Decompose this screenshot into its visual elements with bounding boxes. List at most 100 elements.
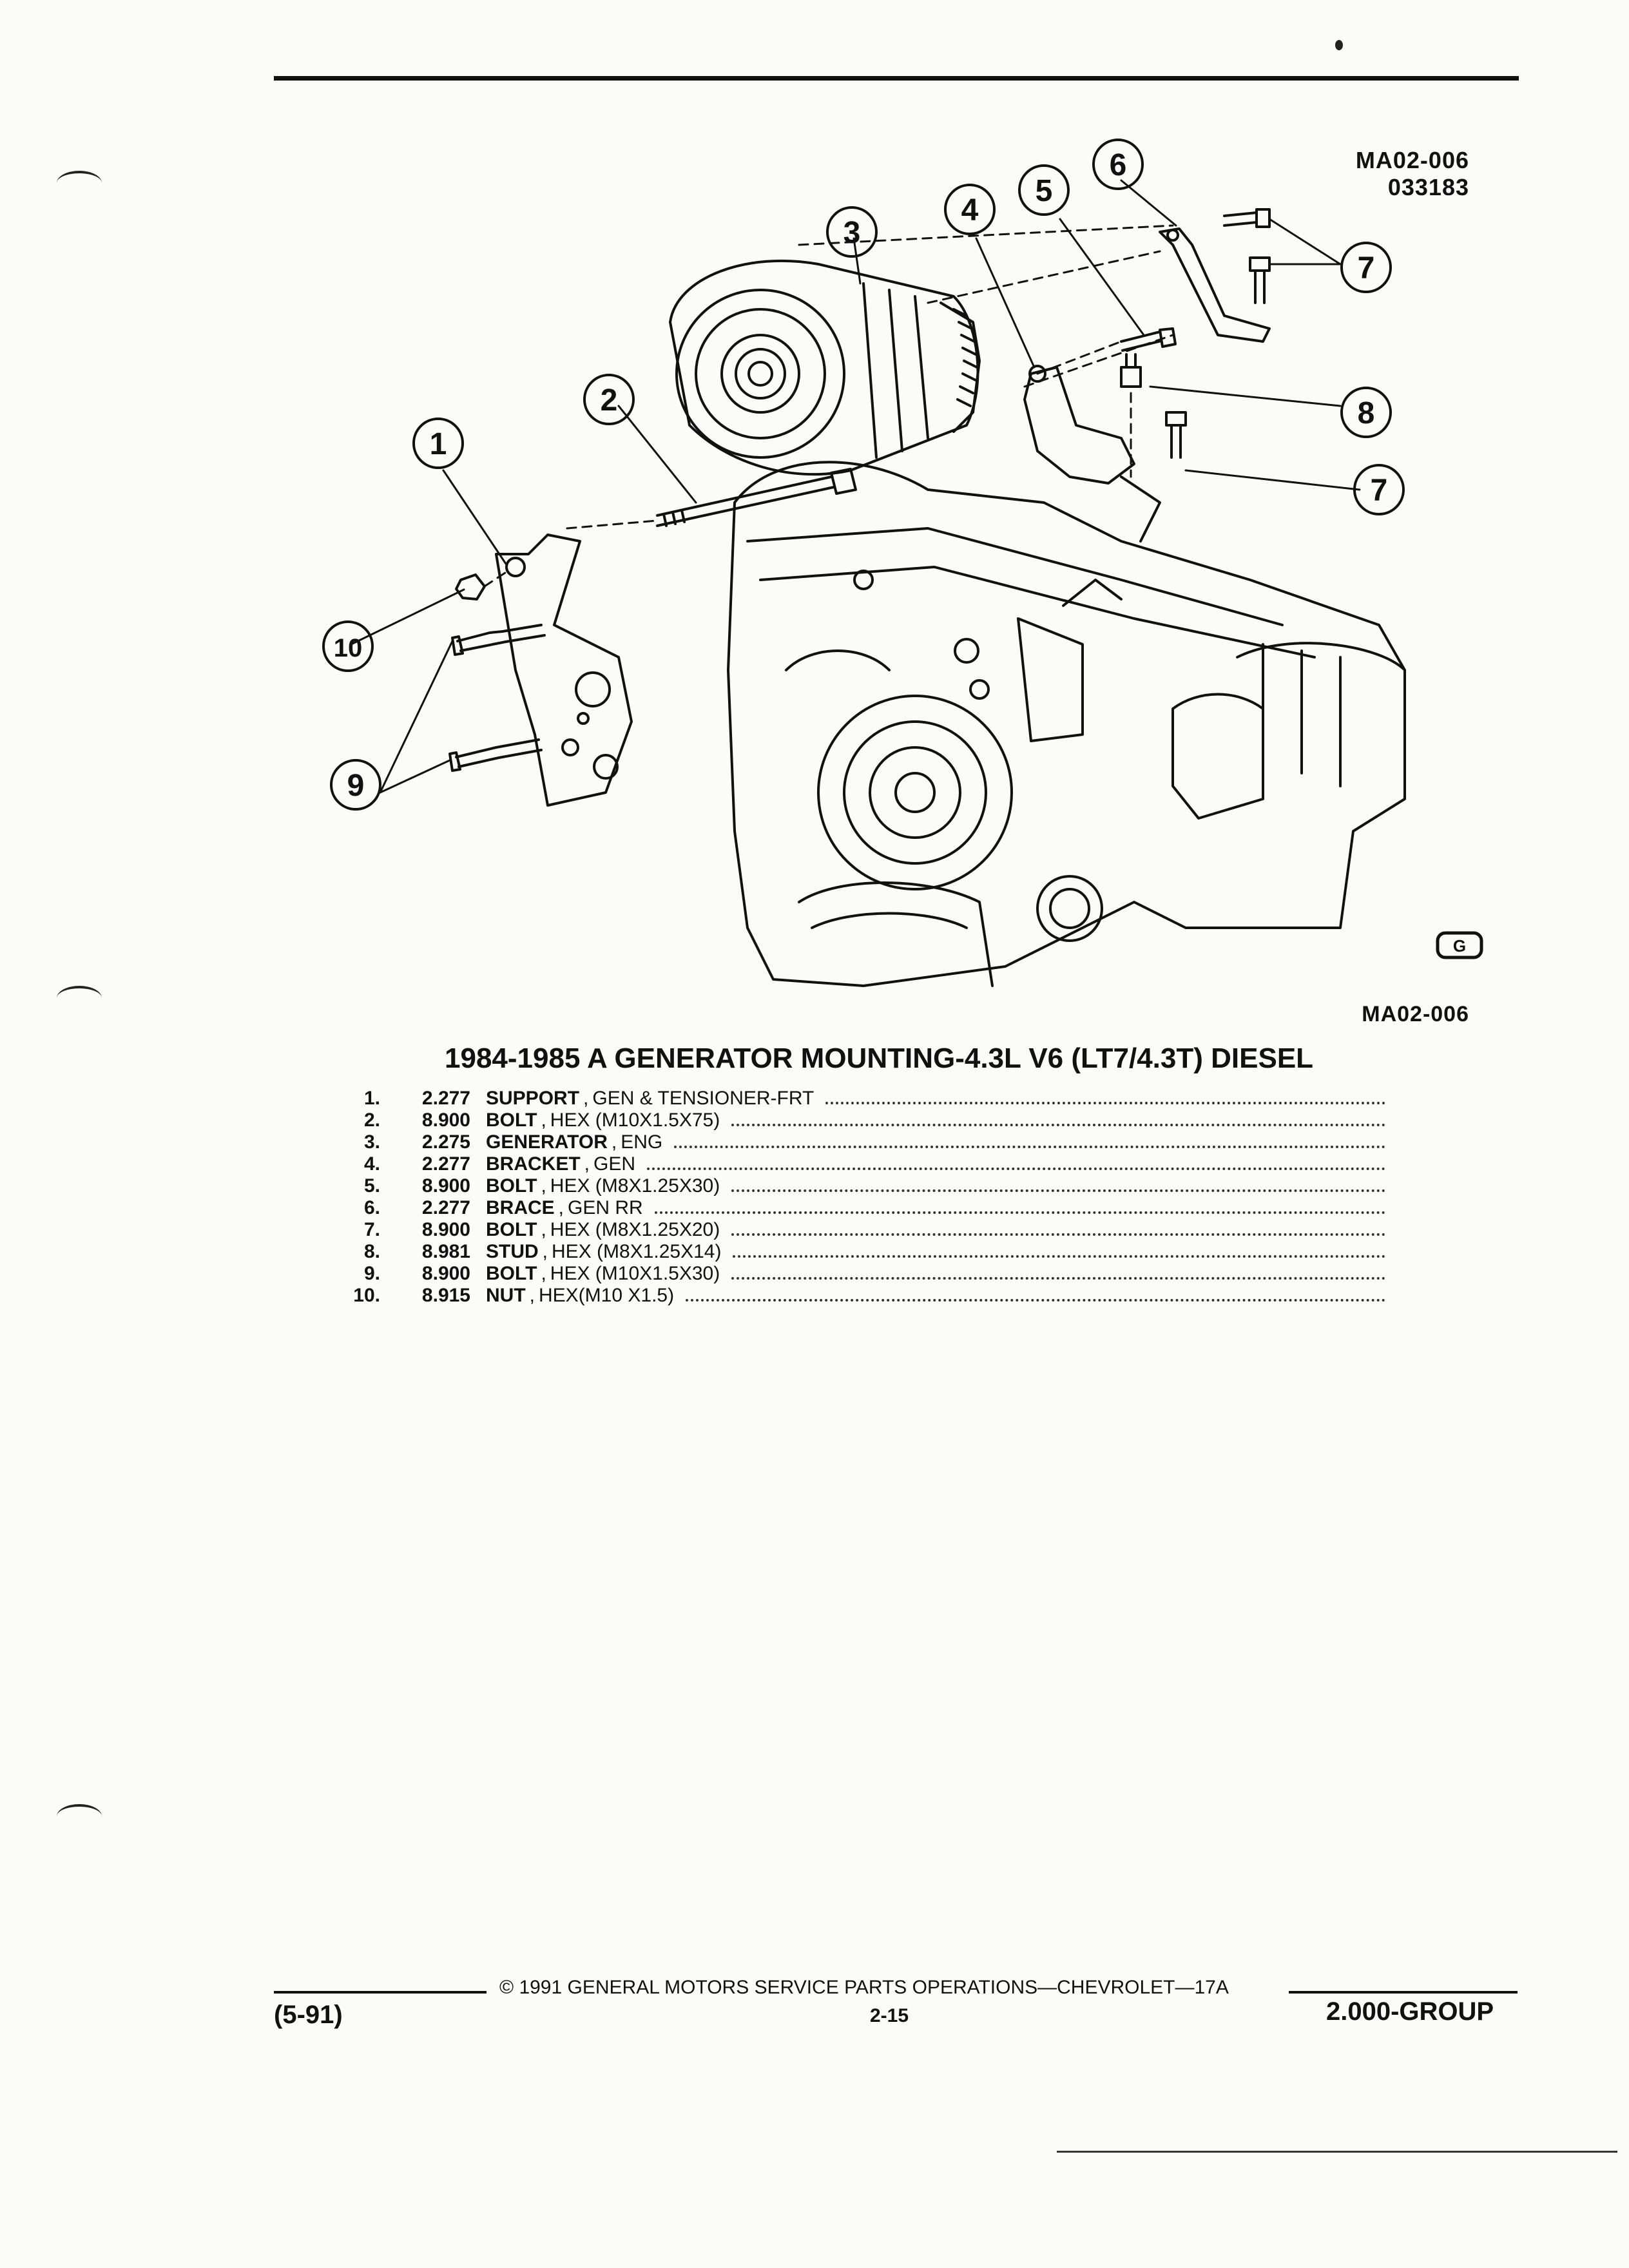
svg-text:1: 1 <box>430 427 447 461</box>
separator: , <box>584 1153 590 1175</box>
part-number: 5. <box>363 1175 380 1196</box>
punch-mark <box>57 171 102 195</box>
page-number: 2-15 <box>870 2005 909 2026</box>
callout-3: 3 <box>826 206 878 258</box>
callout-1: 1 <box>412 418 464 469</box>
part-description: HEX (M8X1.25X30) <box>550 1175 720 1196</box>
part-number: 2. <box>363 1110 380 1131</box>
dot-leader <box>825 1102 1385 1104</box>
part-number: 1. <box>363 1088 380 1109</box>
part-number: 8. <box>363 1241 380 1262</box>
callout-6: 6 <box>1092 139 1144 190</box>
callout-9: 9 <box>330 759 381 811</box>
svg-text:9: 9 <box>347 769 365 803</box>
dot-leader <box>731 1189 1385 1192</box>
support-bracket <box>495 533 633 807</box>
bolt-7-mid <box>1249 256 1271 304</box>
separator: , <box>583 1088 589 1109</box>
part-row: 1. 2.277 SUPPORT,GEN & TENSIONER-FRT <box>322 1088 1385 1110</box>
alignment-lines <box>483 224 1174 588</box>
part-description: HEX (M10X1.5X30) <box>550 1263 720 1284</box>
separator: , <box>558 1197 564 1218</box>
gm-logo: G <box>1436 931 1483 959</box>
part-name: BRACKET <box>486 1153 581 1175</box>
part-number: 9. <box>363 1263 380 1284</box>
part-number: 10. <box>353 1285 380 1306</box>
dot-leader <box>731 1277 1385 1280</box>
separator: , <box>541 1110 546 1131</box>
part-number: 3. <box>363 1131 380 1153</box>
part-description: HEX (M8X1.25X14) <box>552 1241 722 1262</box>
svg-text:G: G <box>1453 936 1466 956</box>
callout-4: 4 <box>944 184 996 235</box>
part-name: BOLT <box>486 1110 537 1131</box>
bolt-5 <box>1120 327 1177 352</box>
generator-mounting-diagram: 1 2 3 4 5 6 7 7 8 9 10 <box>322 139 1406 987</box>
part-description: HEX(M10 X1.5) <box>539 1285 675 1306</box>
separator: , <box>541 1263 546 1284</box>
svg-text:3: 3 <box>843 216 861 250</box>
generator-bracket <box>1023 366 1135 485</box>
part-group-code: 8.900 <box>421 1263 470 1284</box>
part-group-code: 8.915 <box>421 1285 470 1306</box>
figure-code-top: MA02-006 033183 <box>1355 147 1469 200</box>
svg-text:8: 8 <box>1358 396 1375 430</box>
part-number: 4. <box>363 1153 380 1175</box>
generator-brace <box>1159 227 1271 343</box>
part-group-code: 2.277 <box>421 1197 470 1218</box>
part-name: SUPPORT <box>486 1088 580 1109</box>
figure-code-bottom: MA02-006 <box>1362 1002 1469 1026</box>
long-bolt <box>656 468 857 527</box>
part-number: 7. <box>363 1219 380 1240</box>
part-group-code: 8.900 <box>421 1219 470 1240</box>
bolt-7-low <box>1165 411 1187 459</box>
callout-2: 2 <box>583 374 635 425</box>
callout-7-low: 7 <box>1353 464 1405 515</box>
stud-8 <box>1120 353 1142 388</box>
part-group-code: 8.900 <box>421 1175 470 1196</box>
svg-text:7: 7 <box>1371 474 1388 508</box>
separator: , <box>541 1175 546 1196</box>
bolt-7-top <box>1223 208 1271 228</box>
part-description: ENG <box>621 1131 663 1153</box>
callout-10: 10 <box>322 620 374 672</box>
footer-date: (5-91) <box>274 2001 343 2029</box>
section-title: 1984-1985 A GENERATOR MOUNTING-4.3L V6 (… <box>445 1043 1314 1074</box>
callouts: 1 2 3 4 5 6 7 7 8 9 10 <box>322 139 1405 811</box>
part-description: HEX (M10X1.5X75) <box>550 1110 720 1131</box>
part-name: STUD <box>486 1241 539 1262</box>
dot-leader <box>674 1146 1385 1148</box>
dot-leader <box>733 1255 1385 1258</box>
engine-block <box>727 461 1406 987</box>
bolts-9 <box>448 624 546 772</box>
svg-text:7: 7 <box>1358 251 1375 285</box>
svg-text:6: 6 <box>1110 148 1127 182</box>
dot-leader <box>647 1168 1385 1170</box>
part-description: GEN <box>593 1153 636 1175</box>
part-name: GENERATOR <box>486 1131 608 1153</box>
group-label: 2.000-GROUP <box>1326 1997 1494 2026</box>
callout-8: 8 <box>1340 387 1392 438</box>
callout-7-top: 7 <box>1340 242 1392 293</box>
footer-rule-right <box>1289 1991 1518 1994</box>
dot-leader <box>686 1299 1385 1302</box>
separator: , <box>611 1131 617 1153</box>
part-group-code: 8.981 <box>421 1241 470 1262</box>
part-number: 6. <box>363 1197 380 1218</box>
svg-text:10: 10 <box>334 634 363 662</box>
speck <box>1335 40 1343 50</box>
part-description: GEN & TENSIONER-FRT <box>592 1088 815 1109</box>
part-group-code: 2.277 <box>421 1088 470 1109</box>
part-group-code: 8.900 <box>421 1110 470 1131</box>
part-name: BRACE <box>486 1197 555 1218</box>
punch-mark <box>57 1804 102 1829</box>
